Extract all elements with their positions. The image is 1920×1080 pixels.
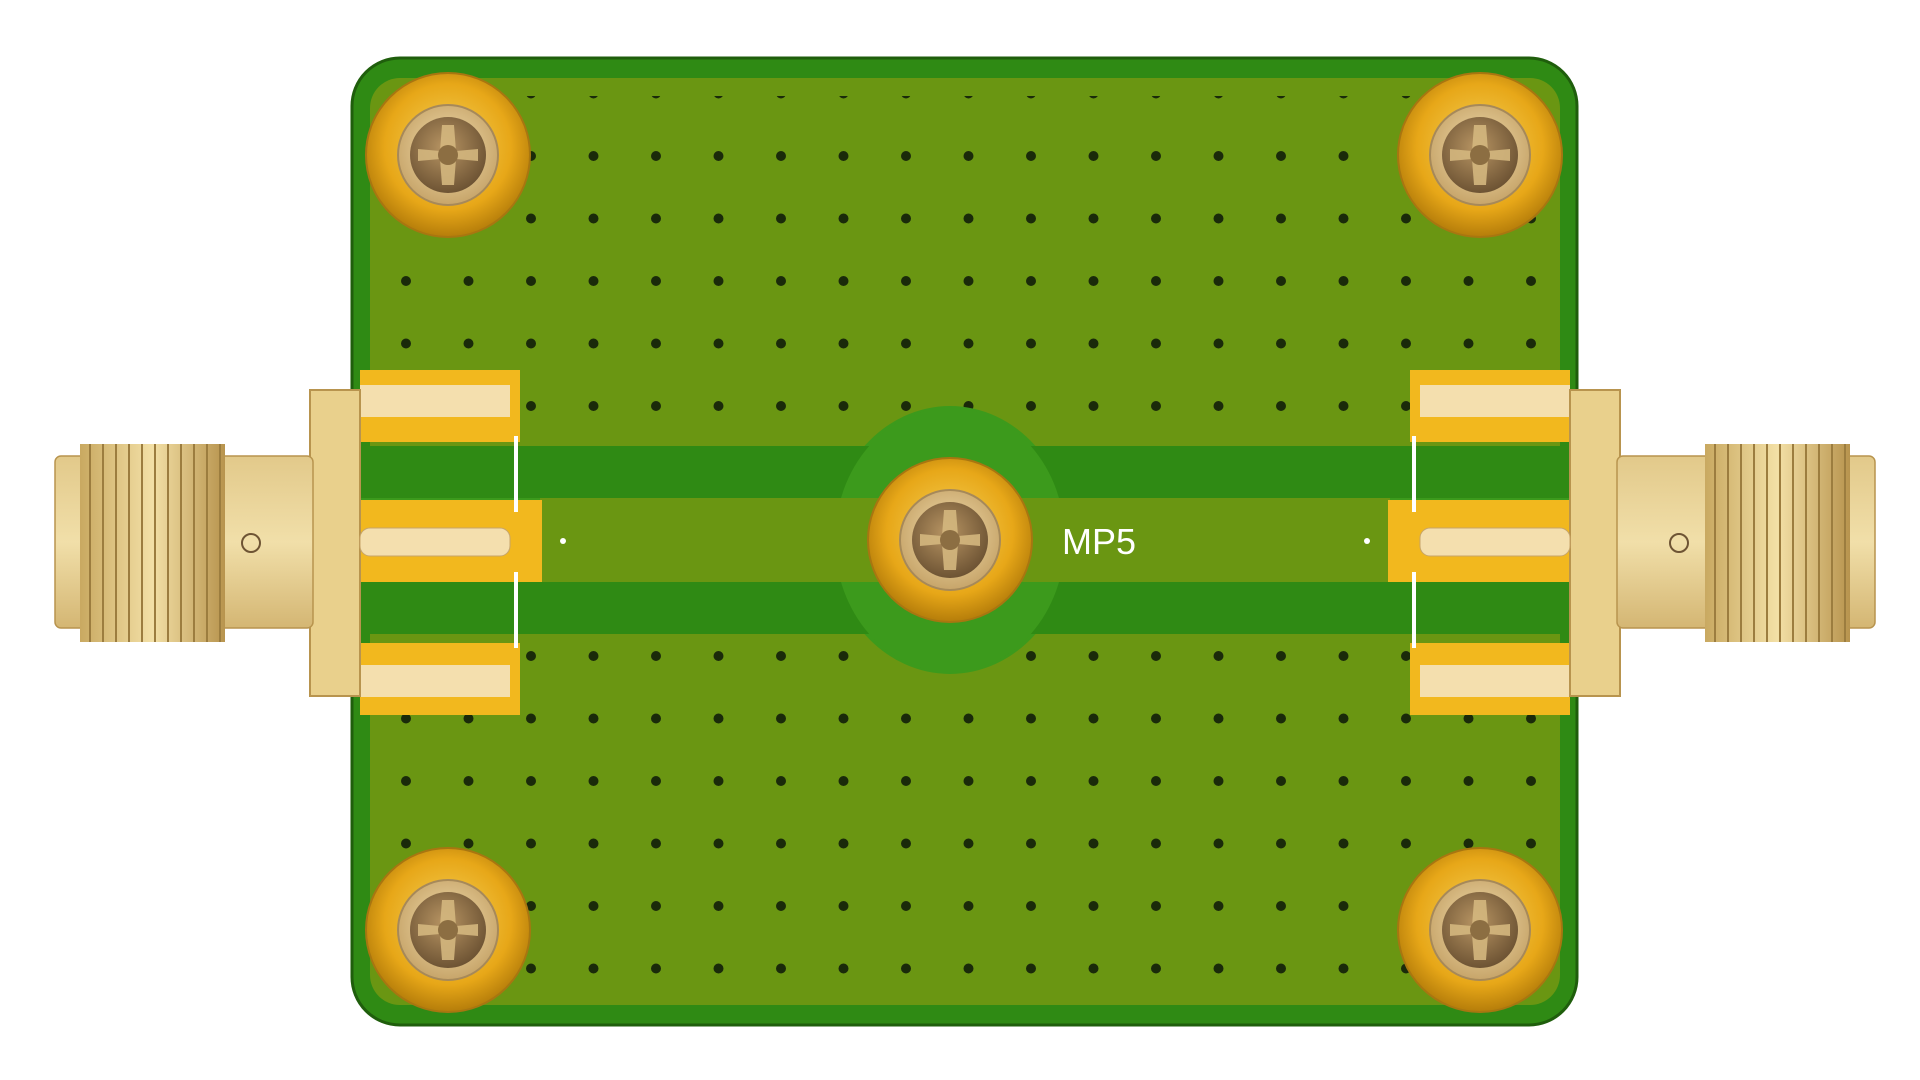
mounting-hole-icon: [1397, 72, 1563, 238]
sma-connector-icon: [1419, 389, 1876, 697]
mounting-hole-icon: [867, 457, 1033, 623]
mounting-hole-icon: [365, 72, 531, 238]
mounting-hole-icon: [1397, 847, 1563, 1013]
thread-right: [1705, 444, 1850, 642]
signal-trace-right: [1020, 498, 1390, 582]
mounting-hole-icon: [365, 847, 531, 1013]
thread-left: [80, 444, 225, 642]
signal-trace-left: [540, 498, 880, 582]
via-field-top: [400, 96, 1580, 456]
via-field-bottom: [365, 615, 1575, 1015]
testpoint-label: MP5: [1062, 521, 1136, 562]
sma-connector-icon: [54, 389, 511, 697]
